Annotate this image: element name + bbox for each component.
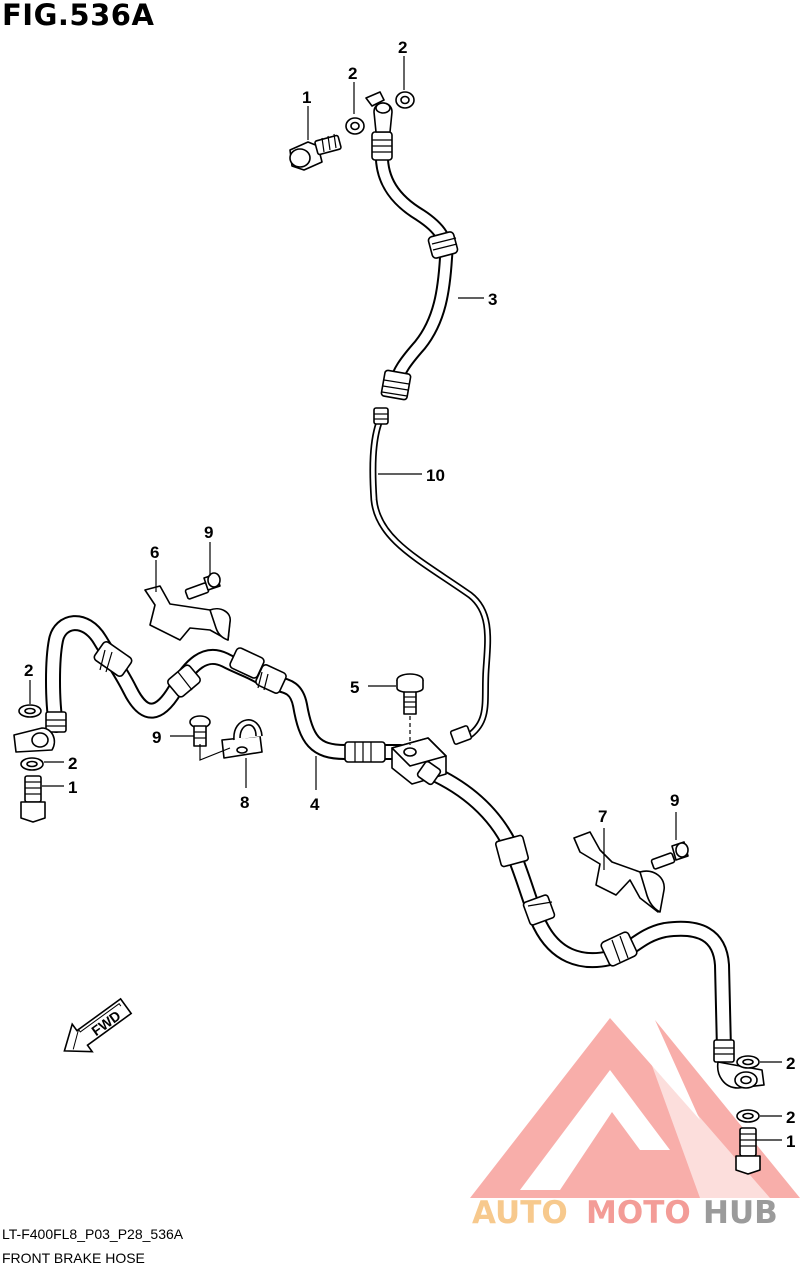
callout-6: 6 xyxy=(150,543,159,562)
callout-2-top-a: 2 xyxy=(348,64,357,83)
hose-junction-block xyxy=(391,737,447,786)
figure-title: FIG.536A xyxy=(2,0,155,32)
gasket-washer-left-b xyxy=(20,757,44,771)
bolt-9-middle xyxy=(189,715,211,747)
callout-3: 3 xyxy=(488,290,497,309)
callout-10: 10 xyxy=(426,466,445,485)
callout-9-middle: 9 xyxy=(152,728,161,747)
right-brake-hose xyxy=(422,764,765,1089)
left-brake-hose xyxy=(13,615,408,763)
leader-lines xyxy=(29,56,782,1141)
union-bolt-1-left xyxy=(20,775,46,823)
callout-7: 7 xyxy=(598,807,607,826)
clamp-8 xyxy=(221,719,263,759)
gasket-washer-right-b xyxy=(736,1109,760,1123)
callout-5: 5 xyxy=(350,678,359,697)
callout-2-right-b: 2 xyxy=(786,1108,795,1127)
watermark-logo: AUTO MOTO HUB xyxy=(470,1018,800,1231)
callout-9-upper: 9 xyxy=(204,523,213,542)
watermark-text-hub: HUB xyxy=(703,1195,778,1231)
gasket-washer-left-a xyxy=(18,704,42,718)
gasket-washer-top-a xyxy=(345,117,365,135)
gasket-washer-right-a xyxy=(736,1055,760,1069)
watermark-text-moto: MOTO xyxy=(586,1195,691,1231)
fwd-direction-arrow: FWD xyxy=(63,997,133,1053)
bolt-9-right xyxy=(650,841,689,870)
figure-caption: FRONT BRAKE HOSE xyxy=(2,1250,145,1266)
callout-9-right: 9 xyxy=(670,791,679,810)
callout-2-top-b: 2 xyxy=(398,38,407,57)
callout-2-left-b: 2 xyxy=(68,754,77,773)
gasket-washer-top-b xyxy=(395,91,415,109)
watermark-text-auto: AUTO xyxy=(472,1195,568,1231)
union-bolt-1-right xyxy=(735,1127,761,1175)
bolt-5 xyxy=(396,673,424,745)
bracket-7 xyxy=(573,831,665,913)
callout-4: 4 xyxy=(310,795,320,814)
bolt-9-upper xyxy=(184,572,221,600)
figure-code: LT-F400FL8_P03_P28_536A xyxy=(2,1226,184,1242)
callout-2-left-a: 2 xyxy=(24,661,33,680)
callout-labels: 1 2 2 3 10 9 6 2 2 1 5 9 8 4 7 9 2 2 1 xyxy=(24,38,795,1151)
callout-2-right-a: 2 xyxy=(786,1054,795,1073)
upper-brake-hose xyxy=(365,91,459,401)
bracket-6 xyxy=(144,585,231,641)
brake-pipe xyxy=(369,407,492,745)
union-bolt-1-top xyxy=(289,133,342,171)
callout-1-top: 1 xyxy=(302,88,311,107)
callout-1-left: 1 xyxy=(68,778,77,797)
callout-1-right: 1 xyxy=(786,1132,795,1151)
callout-8: 8 xyxy=(240,793,249,812)
